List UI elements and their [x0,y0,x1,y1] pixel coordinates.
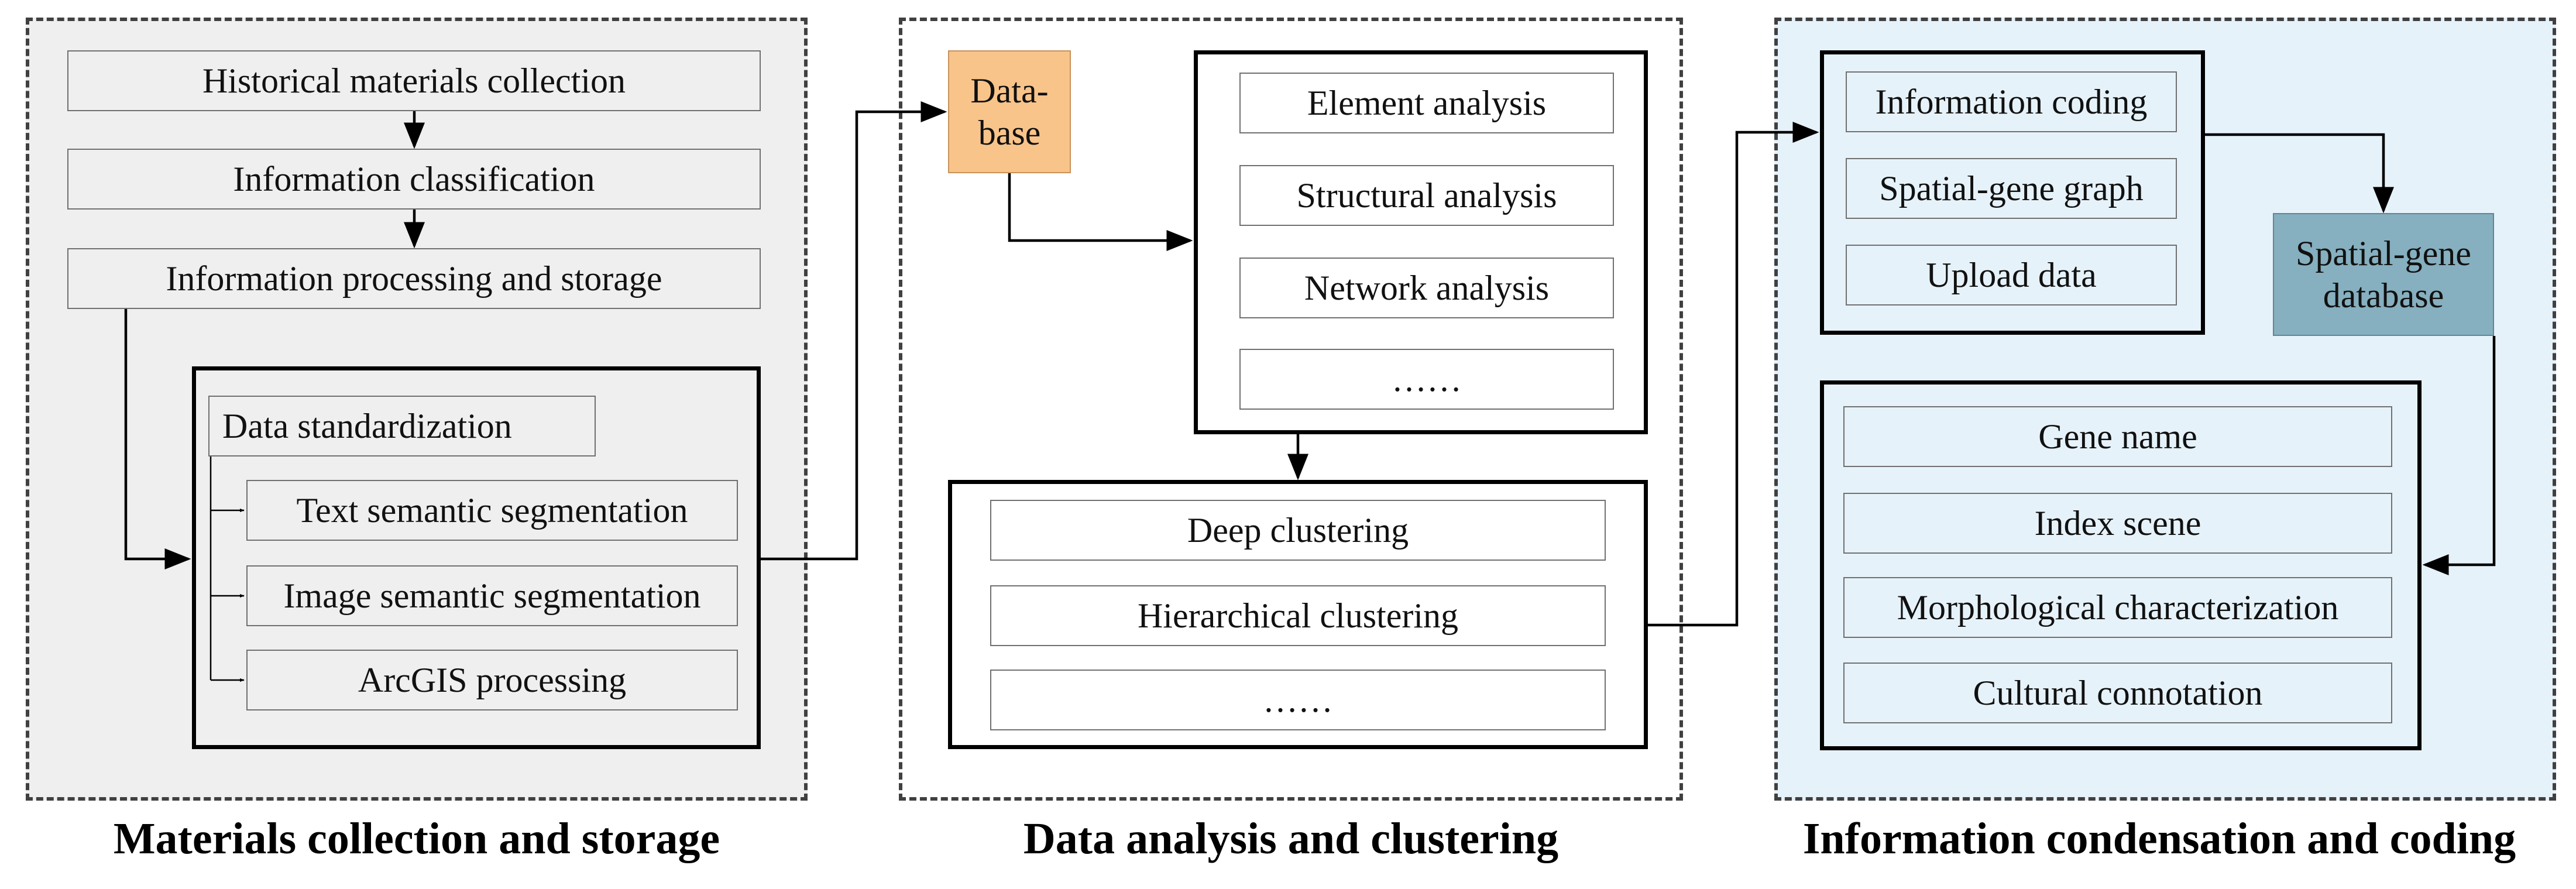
spatial-gene-graph-box: Spatial-gene graph [1846,158,2177,219]
information-coding-box: Information coding [1846,71,2177,132]
gene-database-label-line1: Spatial-gene [2296,234,2471,273]
upload-data-box: Upload data [1846,245,2177,306]
data-analysis-title: Data analysis and clustering [1023,814,1559,863]
deep-clustering-box: Deep clustering [990,500,1606,561]
arrow-standardization-to-database [761,101,947,561]
cultural-connotation-box: Cultural connotation [1843,663,2392,723]
morphological-characterization-box: Morphological characterization [1843,577,2392,638]
arrow-clustering-to-coding [1648,122,1819,627]
arrow-storage-to-standardization [124,309,191,569]
database-label-line1: Data- [970,71,1049,110]
information-condensation-title: Information condensation and coding [1802,814,2516,863]
arrow-gene-database-to-attributes [2422,336,2496,575]
historical-materials-collection-step: Historical materials collection [67,50,761,111]
element-analysis-box: Element analysis [1239,73,1614,133]
information-condensation-panel [1774,18,2556,801]
analysis-frame [1194,50,1648,434]
analysis-more-box: …… [1239,349,1614,410]
text-semantic-segmentation-box: Text semantic segmentation [246,480,738,541]
standardization-frame [192,366,761,749]
coding-frame [1820,50,2205,335]
spatial-gene-database-box: Spatial-gene database [2273,213,2494,336]
image-semantic-segmentation-box: Image semantic segmentation [246,565,738,626]
arrow-coding-to-gene-database [2205,133,2394,214]
database-label-line2: base [978,114,1041,152]
information-processing-storage-step: Information processing and storage [67,248,761,309]
data-standardization-box: Data standardization [208,396,596,456]
gene-name-box: Gene name [1843,406,2392,467]
structural-analysis-box: Structural analysis [1239,165,1614,226]
clustering-frame [948,480,1648,749]
attributes-frame [1820,380,2422,750]
gene-database-label-line2: database [2323,276,2444,315]
network-analysis-box: Network analysis [1239,258,1614,318]
arcgis-processing-box: ArcGIS processing [246,650,738,710]
arrow-database-to-analysis [1008,173,1193,251]
materials-collection-title: Materials collection and storage [113,814,720,863]
index-scene-box: Index scene [1843,493,2392,554]
hierarchical-clustering-box: Hierarchical clustering [990,585,1606,646]
information-classification-step: Information classification [67,149,761,210]
database-box: Data- base [948,50,1071,173]
clustering-more-box: …… [990,670,1606,730]
